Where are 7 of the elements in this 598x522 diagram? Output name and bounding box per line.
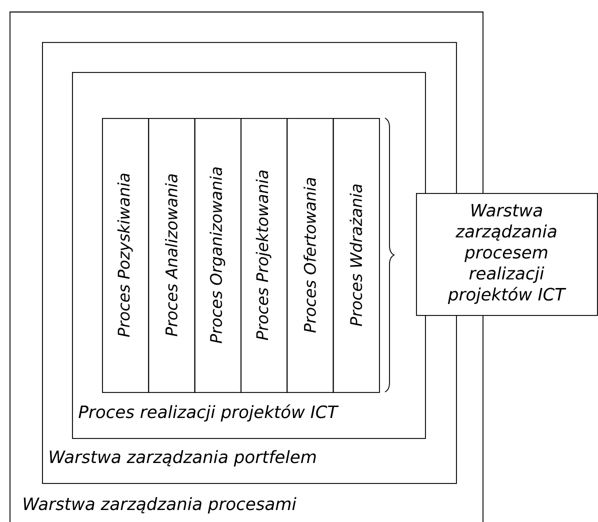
layer-label-box: Warstwa zarządzania procesem realizacji projektów ICT xyxy=(416,193,598,316)
process-column: Proces Analizowania xyxy=(148,118,196,393)
process-column: Proces Organizowania xyxy=(194,118,242,393)
process-column: Proces Ofertowania xyxy=(286,118,334,393)
process-column: Proces Pozyskiwania xyxy=(102,118,150,393)
process-column: Proces Wdrażania xyxy=(332,118,380,393)
process-column: Proces Projektowania xyxy=(240,118,288,393)
